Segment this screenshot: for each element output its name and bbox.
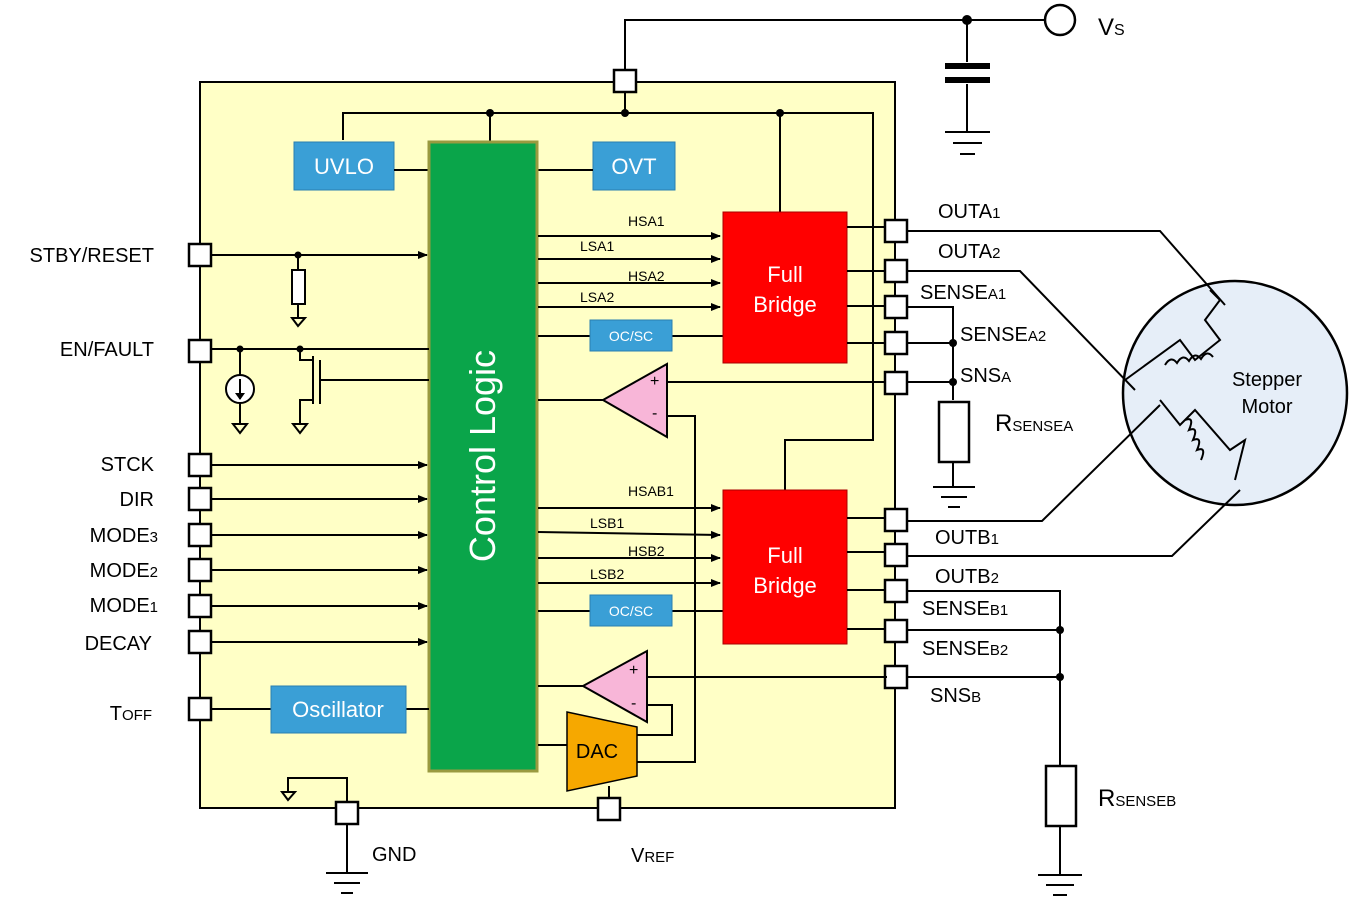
- dac-block: DAC: [538, 711, 638, 798]
- uvlo-block: [293, 141, 395, 191]
- bridge-a-line2: Bridge: [753, 292, 817, 317]
- vs-label: VS: [1098, 14, 1125, 41]
- left-pins: [187, 242, 213, 722]
- motor-wiring: [907, 230, 1241, 557]
- pin-stby-reset: [187, 242, 213, 268]
- label-gnd: GND: [372, 844, 416, 866]
- label-outb2: OUTB2: [935, 566, 999, 588]
- comparator-b: + -: [538, 649, 887, 736]
- pin-stck: [187, 452, 213, 478]
- vs-terminal: [1043, 3, 1077, 37]
- pin-vref: [596, 796, 622, 822]
- internal-supply-bus: [342, 92, 874, 490]
- label-rsensea: RSENSEA: [995, 410, 1073, 437]
- label-stby-reset: STBY/RESET: [30, 245, 154, 267]
- full-bridge-b: [722, 489, 848, 645]
- ocsc-a-block: [589, 319, 673, 352]
- full-bridge-a: [722, 211, 848, 364]
- sig-lsb1: LSB1: [590, 515, 624, 531]
- control-logic-block: [427, 140, 539, 773]
- pin-sensea2: [883, 330, 909, 356]
- label-rsenseb: RSENSEB: [1098, 785, 1176, 812]
- pin-outb2: [883, 542, 909, 568]
- ocsc-a-label: OC/SC: [609, 328, 653, 344]
- uvlo-label: UVLO: [314, 154, 374, 179]
- label-vref: VREF: [631, 845, 674, 867]
- pin-outa1: [883, 218, 909, 244]
- control-logic-label: Control Logic: [462, 350, 503, 562]
- dac-label: DAC: [576, 741, 618, 763]
- svg-text:+: +: [629, 662, 638, 679]
- pin-dir: [187, 486, 213, 512]
- bridge-b-line1: Full: [767, 543, 802, 568]
- pin-sensea1: [883, 294, 909, 320]
- pin-outb1: [883, 507, 909, 533]
- right-pins-b: [883, 507, 909, 690]
- svg-text:-: -: [652, 405, 657, 422]
- sig-hsb2: HSB2: [628, 543, 665, 559]
- sig-lsb2: LSB2: [590, 566, 624, 582]
- right-pins-a: [883, 218, 909, 396]
- label-outa2: OUTA2: [938, 241, 1000, 263]
- label-senseb2: SENSEB2: [922, 638, 1008, 660]
- ovt-block: [592, 141, 676, 191]
- pin-mode1: [187, 593, 213, 619]
- pin-senseb2: [883, 618, 909, 644]
- label-outa1: OUTA1: [938, 201, 1000, 223]
- sig-lsa2: LSA2: [580, 289, 614, 305]
- label-snsa: SNSA: [960, 365, 1011, 387]
- label-outb1: OUTB1: [935, 527, 999, 549]
- supply-rail: [624, 3, 1077, 155]
- pin-snsa: [883, 370, 909, 396]
- gnd-wiring: [280, 777, 368, 894]
- bridge-b-outputs: [847, 517, 887, 630]
- label-mode2: MODE2: [90, 560, 158, 582]
- svg-text:-: -: [631, 695, 636, 712]
- motor-label-2: Motor: [1241, 396, 1292, 418]
- motor-label-1: Stepper: [1232, 369, 1302, 391]
- pin-mode2: [187, 557, 213, 583]
- pin-vs-internal: [612, 68, 638, 94]
- bridge-a-outputs: [847, 226, 887, 344]
- label-mode1: MODE1: [90, 595, 158, 617]
- bridge-b-line2: Bridge: [753, 573, 817, 598]
- bridge-a-signals: [538, 232, 723, 337]
- comparator-a: + -: [538, 362, 887, 763]
- sig-hsab1: HSAB1: [628, 483, 674, 499]
- ocsc-b-label: OC/SC: [609, 603, 653, 619]
- sig-hsa2: HSA2: [628, 268, 665, 284]
- pin-toff: [187, 696, 213, 722]
- stepper-motor: Stepper Motor: [1121, 279, 1349, 507]
- oscillator-label: Oscillator: [292, 697, 384, 722]
- label-dir: DIR: [120, 489, 154, 511]
- pin-outa2: [883, 258, 909, 284]
- oscillator-block: [270, 685, 407, 734]
- label-en-fault: EN/FAULT: [60, 339, 154, 361]
- pin-en-fault: [187, 338, 213, 364]
- bridge-a-line1: Full: [767, 262, 802, 287]
- pin-gnd: [334, 800, 360, 826]
- label-stck: STCK: [101, 454, 155, 476]
- label-decay: DECAY: [85, 633, 152, 655]
- left-wiring: [211, 251, 429, 710]
- sig-hsa1: HSA1: [628, 213, 665, 229]
- ovt-label: OVT: [611, 154, 656, 179]
- label-sensea2: SENSEA2: [960, 324, 1046, 346]
- sig-lsa1: LSA1: [580, 238, 614, 254]
- sense-a-network: [907, 306, 975, 508]
- sense-b-network: [907, 590, 1082, 896]
- label-mode3: MODE3: [90, 525, 158, 547]
- label-sensea1: SENSEA1: [920, 282, 1006, 304]
- svg-text:+: +: [650, 373, 659, 390]
- ocsc-b-block: [589, 594, 673, 627]
- pin-senseb1: [883, 578, 909, 604]
- pin-decay: [187, 629, 213, 655]
- pin-mode3: [187, 522, 213, 548]
- bridge-b-signals: [537, 504, 723, 612]
- label-snsb: SNSB: [930, 685, 981, 707]
- label-toff: TOFF: [110, 703, 152, 725]
- label-senseb1: SENSEB1: [922, 598, 1008, 620]
- pin-snsb: [883, 664, 909, 690]
